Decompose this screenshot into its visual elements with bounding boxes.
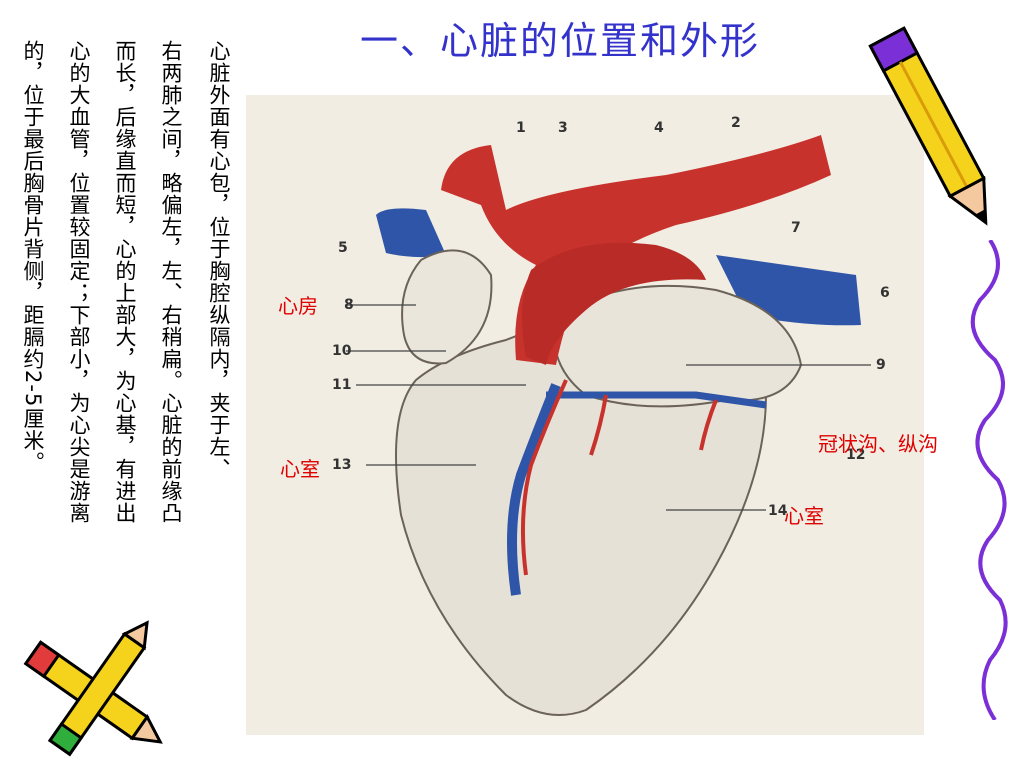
num-8: 8 [344, 297, 354, 313]
num-13: 13 [332, 457, 352, 473]
coronary-artery-branch-2 [699, 399, 718, 451]
paragraph-column-3: 而长，后缘直而短，心的上部大，为心基，有进出 [113, 40, 137, 524]
pencils-icon [23, 620, 163, 757]
label-atrium: 心房 [278, 294, 318, 318]
num-7: 7 [791, 220, 801, 236]
coronary-vein-branch [545, 391, 767, 409]
pencil-icon [868, 26, 988, 226]
coronary-vein-main [507, 383, 561, 596]
num-4: 4 [654, 120, 664, 136]
paragraph-column-1: 心脏外面有心包，位于胸腔纵隔内，夹于左、 [207, 40, 231, 480]
num-5: 5 [338, 240, 348, 256]
coronary-artery [520, 379, 568, 576]
paragraph-column-2: 右两肺之间，略偏左，左、右稍扁。心脏的前缘凸 [159, 40, 183, 524]
slide-title: 一、心脏的位置和外形 [359, 19, 760, 63]
num-9: 9 [876, 357, 886, 373]
squiggle-line-icon [970, 240, 1008, 720]
vena-cava-left [376, 208, 446, 258]
label-coronary-groove: 冠状沟、纵沟 [818, 432, 938, 456]
num-1: 1 [516, 120, 526, 136]
num-3: 3 [558, 120, 568, 136]
leader-lines [346, 304, 871, 511]
atrium-appendage [401, 249, 493, 365]
num-10: 10 [332, 343, 352, 359]
pulmonary-trunk [522, 242, 706, 365]
paragraph-column-5: 的，位于最后胸骨片背侧，距膈约2-5厘米。 [21, 40, 45, 474]
label-ventricle-left: 心室 [280, 457, 320, 481]
num-14: 14 [768, 503, 788, 519]
num-12: 12 [846, 447, 866, 463]
label-ventricle-right: 心室 [784, 504, 824, 528]
paragraph-column-4: 心的大血管，位置较固定；下部小，为心尖是游离 [67, 40, 91, 524]
num-6: 6 [880, 285, 890, 301]
heart-drawing [346, 135, 871, 716]
heart-illustration: 1 2 3 4 5 6 7 8 9 10 11 12 13 14 [246, 95, 924, 735]
num-11: 11 [332, 377, 352, 393]
coronary-artery-branch-1 [589, 394, 608, 456]
num-2: 2 [731, 115, 741, 131]
